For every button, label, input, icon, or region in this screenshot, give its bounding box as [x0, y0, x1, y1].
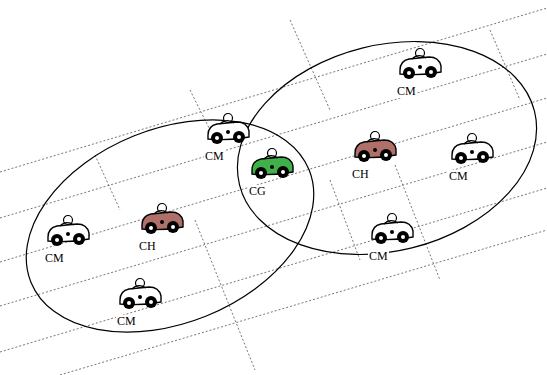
- car-icon: [116, 277, 164, 311]
- vehicle-node: CM: [368, 212, 420, 264]
- vehicle-node: CM: [396, 47, 448, 99]
- cluster-boundary: [0, 80, 345, 372]
- vehicle-node: CG: [248, 147, 300, 199]
- car-icon: [248, 147, 296, 181]
- car-icon: [368, 212, 416, 246]
- car-icon: [138, 202, 186, 236]
- lane-lines: [0, 8, 547, 375]
- vehicle-node: CM: [44, 214, 96, 266]
- car-icon: [351, 130, 399, 164]
- car-icon: [396, 47, 444, 81]
- car-icon: [44, 214, 92, 248]
- vehicle-node: CM: [204, 112, 256, 164]
- vehicle-node: CM: [116, 277, 168, 329]
- vehicle-label: CM: [448, 170, 469, 183]
- car-icon: [448, 132, 496, 166]
- vehicle-label: CM: [368, 250, 389, 263]
- vehicle-label: CH: [138, 240, 157, 253]
- car-icon: [204, 112, 252, 146]
- vehicle-label: CM: [396, 85, 417, 98]
- vehicle-node: CH: [138, 202, 190, 254]
- vehicle-label: CM: [204, 150, 225, 163]
- vehicle-node: CH: [351, 130, 403, 182]
- vehicle-label: CM: [44, 252, 65, 265]
- vehicle-node: CM: [448, 132, 500, 184]
- vehicle-label: CH: [351, 168, 370, 181]
- vehicle-label: CM: [116, 315, 137, 328]
- cluster-boundary: [215, 11, 547, 284]
- vehicle-label: CG: [248, 185, 267, 198]
